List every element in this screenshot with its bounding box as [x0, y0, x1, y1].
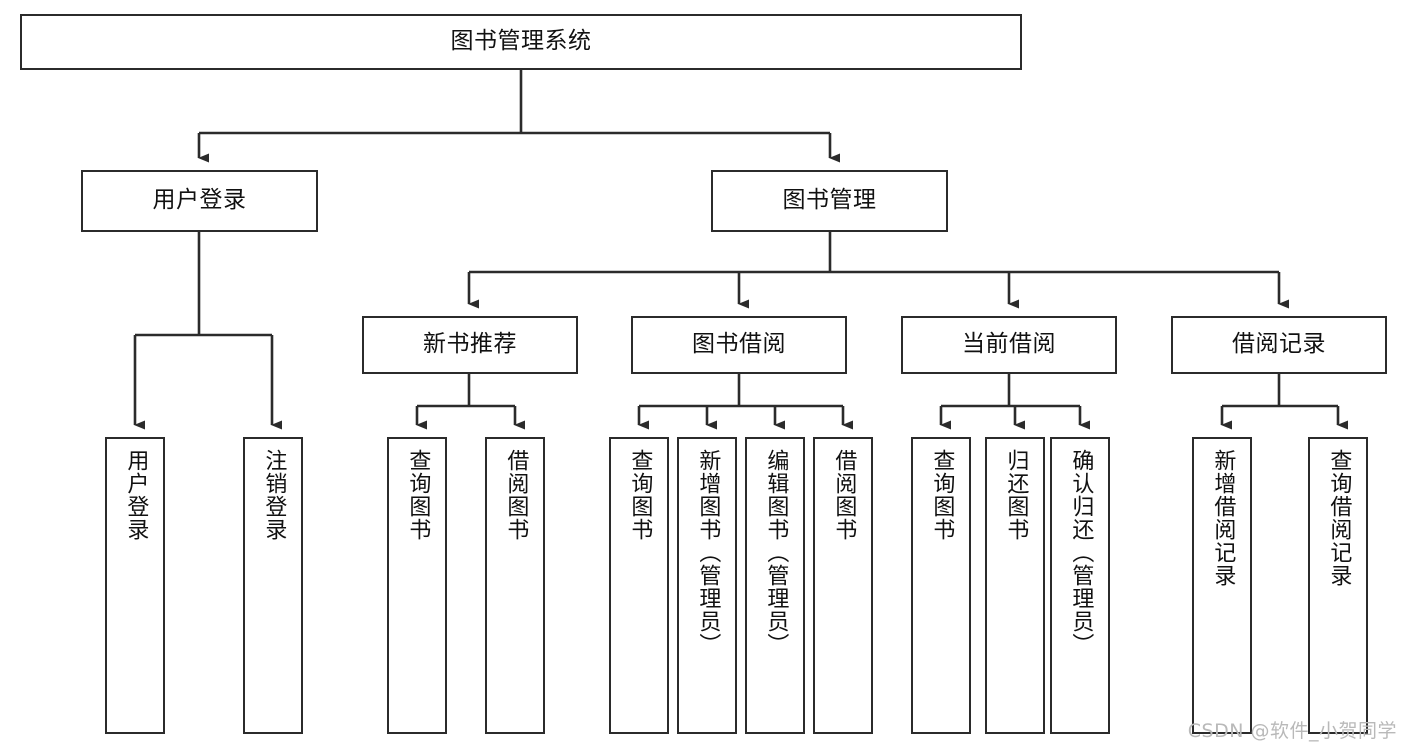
node-leaf-add-record[interactable]: 新增借阅记录 [1192, 437, 1252, 734]
node-leaf-borrow-book-rec[interactable]: 借阅图书 [485, 437, 545, 734]
node-leaf-user-logout[interactable]: 注销登录 [243, 437, 303, 734]
node-leaf-return-book-label: 归还图书 [1003, 449, 1029, 541]
node-leaf-add-record-label: 新增借阅记录 [1210, 449, 1236, 587]
node-leaf-return-book[interactable]: 归还图书 [985, 437, 1045, 734]
node-leaf-add-book-label: 新增图书（管理员） [695, 449, 721, 656]
node-current-borrow-label: 当前借阅 [962, 331, 1056, 358]
node-leaf-query-book-cb[interactable]: 查询图书 [911, 437, 971, 734]
node-leaf-query-book-rec-label: 查询图书 [405, 449, 431, 541]
node-leaf-borrow-book-rec-label: 借阅图书 [503, 449, 529, 541]
node-leaf-edit-book-label: 编辑图书（管理员） [763, 449, 789, 656]
node-leaf-borrow-book-bw-label: 借阅图书 [831, 449, 857, 541]
node-book-borrow[interactable]: 图书借阅 [631, 316, 847, 374]
node-leaf-query-book-cb-label: 查询图书 [929, 449, 955, 541]
node-borrow-record-label: 借阅记录 [1232, 331, 1326, 358]
node-user-login-label: 用户登录 [152, 187, 247, 214]
node-borrow-record[interactable]: 借阅记录 [1171, 316, 1387, 374]
node-leaf-user-login[interactable]: 用户登录 [105, 437, 165, 734]
node-new-book-recommend-label: 新书推荐 [423, 331, 517, 358]
node-leaf-borrow-book-bw[interactable]: 借阅图书 [813, 437, 873, 734]
node-root-label: 图书管理系统 [450, 28, 592, 55]
node-book-manage-label: 图书管理 [782, 187, 877, 214]
node-leaf-add-book[interactable]: 新增图书（管理员） [677, 437, 737, 734]
node-new-book-recommend[interactable]: 新书推荐 [362, 316, 578, 374]
watermark-text: CSDN @软件_小贺同学 [1187, 720, 1397, 742]
node-leaf-query-book-rec[interactable]: 查询图书 [387, 437, 447, 734]
node-book-manage[interactable]: 图书管理 [711, 170, 948, 232]
node-root[interactable]: 图书管理系统 [20, 14, 1022, 70]
node-book-borrow-label: 图书借阅 [692, 331, 786, 358]
node-leaf-query-book-bw-label: 查询图书 [627, 449, 653, 541]
node-leaf-confirm-return-label: 确认归还（管理员） [1068, 449, 1094, 656]
node-current-borrow[interactable]: 当前借阅 [901, 316, 1117, 374]
node-leaf-user-logout-label: 注销登录 [261, 449, 287, 541]
node-leaf-query-record-label: 查询借阅记录 [1326, 449, 1352, 587]
node-leaf-user-login-label: 用户登录 [123, 449, 149, 541]
node-leaf-confirm-return[interactable]: 确认归还（管理员） [1050, 437, 1110, 734]
node-leaf-edit-book[interactable]: 编辑图书（管理员） [745, 437, 805, 734]
node-user-login[interactable]: 用户登录 [81, 170, 318, 232]
node-leaf-query-book-bw[interactable]: 查询图书 [609, 437, 669, 734]
node-leaf-query-record[interactable]: 查询借阅记录 [1308, 437, 1368, 734]
